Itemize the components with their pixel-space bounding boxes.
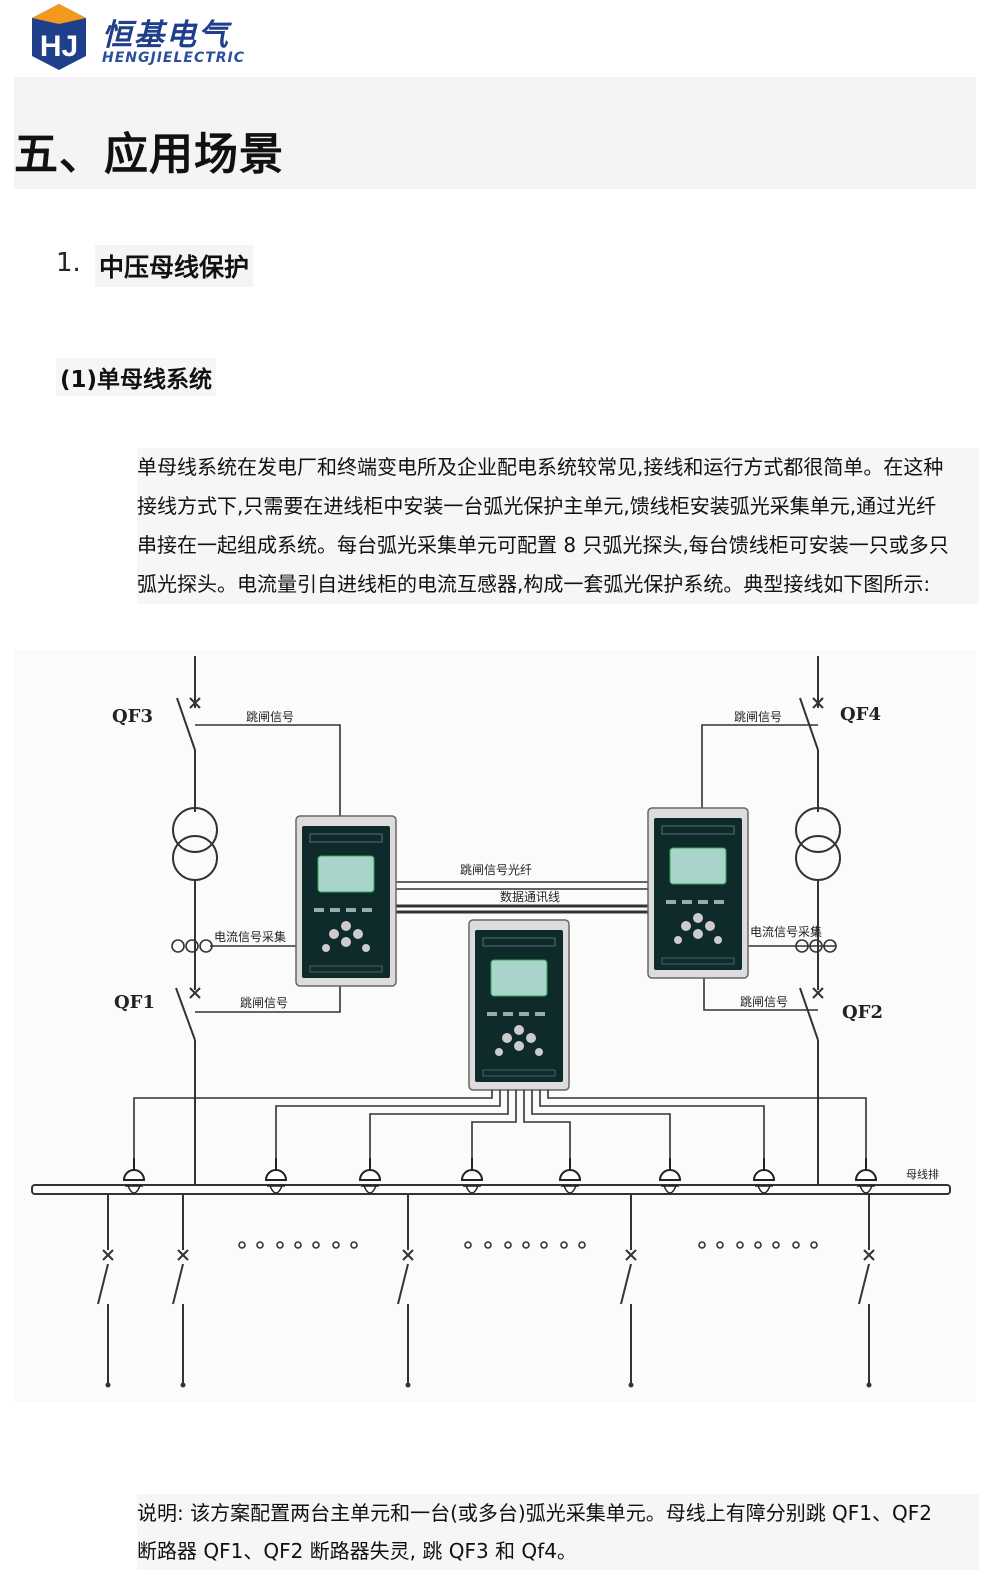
company-logo: HJ 恒基电气 HENGJIELECTRIC [28,2,258,74]
breaker-label-qf2: QF2 [842,1002,883,1023]
paragraph-line: 接线方式下,只需要在进线柜中安装一台弧光保护主单元,馈线柜安装弧光采集单元,通过… [137,494,937,518]
paragraph-line: 单母线系统在发电厂和终端变电所及企业配电系统较常见,接线和运行方式都很简单。在这… [137,455,944,479]
subsection-title: (1)单母线系统 [56,358,217,396]
ellipsis-dots [238,1241,818,1249]
logo-mark-icon: HJ [32,4,86,70]
busbar-label: 母线排 [906,1167,939,1181]
brand-name-cn: 恒基电气 [102,18,230,53]
current-signal-label: 电流信号采集 [750,924,822,939]
comm-line-label: 数据通讯线 [500,889,560,904]
brand-name-en: HENGJIELECTRIC [102,50,246,66]
wiring-diagram-svg: QF3 QF4 QF1 QF2 跳闸信号 跳闸信号 跳闸信号 跳闸信号 跳闸信号… [31,656,951,1388]
section-title: 中压母线保护 [95,245,254,287]
note-paragraph: 说明: 该方案配置两台主单元和一台(或多台)弧光采集单元。母线上有障分别跳 QF… [137,1494,979,1570]
page-title: 五、应用场景 [14,129,284,180]
breaker-label-qf4: QF4 [840,704,881,725]
paragraph-line: 串接在一起组成系统。每台弧光采集单元可配置 8 只弧光探头,每台馈线柜可安装一只… [137,533,949,557]
breaker-label-qf1: QF1 [114,992,155,1013]
main-unit-left [295,815,397,987]
breaker-label-qf3: QF3 [112,706,153,727]
heading-band [14,77,976,189]
acquisition-unit-center [468,919,570,1091]
trip-signal-label: 跳闸信号 [246,710,294,724]
trip-fiber-label: 跳闸信号光纤 [460,863,532,877]
section-number: 1. [56,248,81,278]
trip-signal-label: 跳闸信号 [740,995,788,1009]
description-paragraph: 单母线系统在发电厂和终端变电所及企业配电系统较常见,接线和运行方式都很简单。在这… [137,448,979,604]
wiring-diagram: QF3 QF4 QF1 QF2 跳闸信号 跳闸信号 跳闸信号 跳闸信号 跳闸信号… [14,650,976,1402]
current-signal-label: 电流信号采集 [214,929,286,944]
note-line: 说明: 该方案配置两台主单元和一台(或多台)弧光采集单元。母线上有障分别跳 QF… [137,1501,932,1525]
logo-mark-text: HJ [40,30,78,63]
trip-signal-label: 跳闸信号 [240,996,288,1010]
trip-signal-label: 跳闸信号 [734,710,782,724]
note-line: 断路器 QF1、QF2 断路器失灵, 跳 QF3 和 Qf4。 [137,1539,577,1563]
main-unit-right [647,807,749,979]
paragraph-line: 弧光探头。电流量引自进线柜的电流互感器,构成一套弧光保护系统。典型接线如下图所示… [137,572,931,596]
